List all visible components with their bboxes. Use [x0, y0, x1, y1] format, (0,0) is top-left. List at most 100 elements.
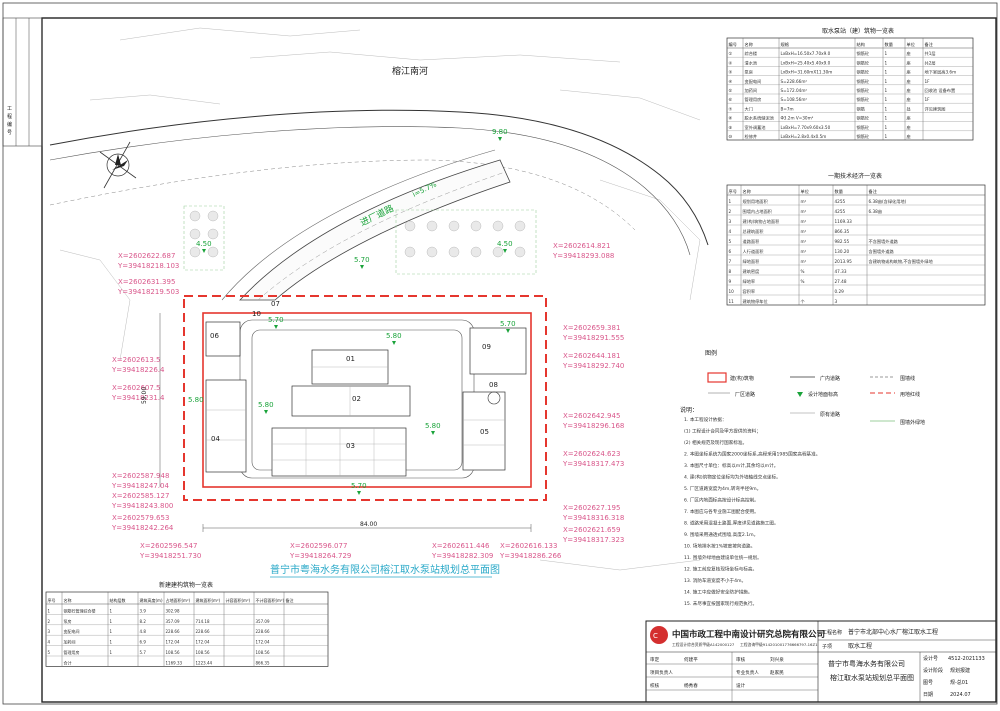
- note-line: 13. 消防车道宽度不小于4m。: [684, 577, 746, 584]
- signature-name: 赵家民: [770, 669, 784, 676]
- building-table-cell: ④: [729, 79, 733, 84]
- building-table-cell: 钢筋砼: [857, 115, 870, 122]
- coord-label: Y=39418286.266: [499, 552, 562, 560]
- building-table-cell: 座: [907, 78, 911, 85]
- building-table-title: 取水泵站（建）筑物一览表: [822, 27, 894, 35]
- building-table-cell: 详见建筑图: [925, 105, 946, 112]
- note-line: 12. 施工前应复核现场坐标与标高。: [684, 566, 757, 573]
- building-09: [469, 327, 527, 375]
- tech-table-cell: m²: [801, 199, 807, 204]
- building-04: [205, 379, 247, 473]
- tech-table-cell: 绿地面积: [743, 258, 760, 265]
- tech-table-cell: 个: [801, 299, 806, 304]
- tech-table-cell: 27.48: [835, 279, 847, 284]
- building-table-cell: ⑤: [729, 88, 733, 93]
- tech-table-cell: m²: [801, 219, 807, 224]
- building-table-cell: ⑨: [729, 125, 733, 130]
- design-no-label: 设计号: [923, 655, 938, 662]
- elevation-labels: 9.80 4.50 4.50 5.70 5.70 5.80 5.70 5.80 …: [188, 128, 516, 490]
- new-buildings-table-cell: 合计: [64, 659, 72, 665]
- building-table-header: 单位: [907, 41, 915, 48]
- tree-icon: [207, 246, 219, 258]
- drawing-no-label: 图号: [923, 680, 933, 686]
- stage-label: 设计阶段: [923, 667, 943, 674]
- building-table-cell: ②: [729, 60, 733, 65]
- building-table-cell: 座: [907, 59, 911, 66]
- new-buildings-table: 新建建构筑物一览表序号名称结构层数建筑高度(m)占地面积(m²)建筑面积(m²)…: [45, 581, 329, 667]
- building-table-cell: 钢筋砼: [857, 50, 870, 57]
- legend: 图例 建(构)筑物 广内道路 围墙线 厂区道路 设计地面标高 用地红线 原有道路…: [705, 349, 925, 426]
- dim-height: 59.00: [141, 387, 148, 404]
- subproject-name: 取水工程: [848, 642, 872, 650]
- new-buildings-table-cell: 1: [48, 608, 51, 613]
- client-name: 普宁市粤海水务有限公司: [828, 659, 905, 668]
- note-line: 4. 建(构)筑物定位坐标均为外墙轴线交点坐标。: [684, 474, 781, 481]
- building-table-cell: 座: [907, 115, 911, 122]
- note-line: 6. 厂区内地面标高按设计标高控制。: [684, 497, 759, 504]
- new-buildings-table-cell: 加药间: [64, 639, 76, 645]
- design-no: 4512-2021133: [948, 656, 985, 662]
- building-table-header: 结构: [857, 41, 865, 48]
- tree-icon: [492, 246, 504, 258]
- new-buildings-table-cell: 5: [48, 650, 51, 655]
- notes: 说明： 1. 本工程设计依据： (1) 工程设计合同及甲方提供的资料； (2) …: [680, 406, 820, 607]
- building-table-cell: 1F: [925, 97, 931, 102]
- building-id-labels: 01 02 03 04 05 06 07 08 09 10: [210, 300, 498, 450]
- coord-label: Y=39418292.740: [562, 362, 624, 370]
- river-name: 榕江南河: [392, 65, 428, 77]
- building-table-cell: LxBxH=2.8x0.4x0.5m: [781, 134, 827, 139]
- side-strip-label-3: 编: [7, 121, 12, 128]
- title-block: C 中国市政工程中南设计研究总院有限公司 工程设计综合资质甲级A14200012…: [645, 620, 997, 703]
- role-label: 专业负责人: [736, 669, 759, 676]
- building-table-cell: 座: [907, 124, 911, 131]
- new-buildings-table-cell: 钢筋砼管理综合楼: [64, 607, 96, 613]
- tech-table-cell: 130.20: [835, 249, 850, 254]
- tech-table-cell: 6.38亩: [869, 208, 883, 215]
- sludge-tank: [487, 391, 501, 405]
- tech-table-cell: m²: [801, 239, 807, 244]
- coord-label: X=2602607.5: [112, 384, 161, 392]
- company-logo-icon: [650, 626, 668, 644]
- building-table-cell: 清水池: [745, 59, 758, 66]
- tech-table-cell: %: [801, 279, 805, 284]
- building-table-cell: ⑧: [729, 116, 733, 121]
- elev-label: 5.80: [386, 332, 402, 340]
- tech-table-cell: 7: [729, 259, 732, 264]
- building-table-cell: 钢筋砼: [857, 59, 870, 66]
- building-table-cell: B=7m: [781, 106, 794, 111]
- stage: 规划报建: [950, 667, 970, 674]
- tech-table-cell: 总建筑面积: [743, 228, 764, 235]
- building-table-cell: LxBxH=25.40x5.40x9.0: [781, 60, 831, 65]
- coord-label: X=2602596.547: [140, 542, 197, 550]
- building-table-cell: LxBxH=31.60mX11.30m: [781, 70, 833, 75]
- coord-label: X=2602613.5: [112, 356, 161, 364]
- legend-item: 用地红线: [900, 391, 920, 398]
- new-buildings-table-header: 备注: [286, 597, 294, 603]
- building-table-cell: 脱水系统储泥池: [745, 115, 775, 122]
- tech-table-cell: %: [801, 269, 805, 274]
- new-buildings-table-cell: 1: [110, 608, 113, 613]
- new-buildings-table-cell: 302.98: [166, 608, 180, 613]
- tech-table-cell: 含建筑物或构筑物,不含围墙外绿地: [869, 258, 934, 265]
- note-line: 1. 本工程设计依据：: [684, 416, 727, 423]
- legend-item: 广内道路: [820, 375, 840, 382]
- building-table-cell: 室外调蓄池: [745, 124, 767, 131]
- company-sub1: 工程设计综合资质甲级A142000127: [672, 642, 735, 647]
- note-line: 10. 场地排水按1%坡度坡向道路。: [684, 543, 755, 550]
- tech-table-cell: 982.55: [835, 239, 850, 244]
- coord-label: Y=39418219.503: [117, 288, 179, 296]
- new-buildings-table-header: 名称: [64, 597, 72, 603]
- building-table-cell: ①: [729, 51, 733, 56]
- date-label: 日期: [923, 692, 933, 698]
- new-buildings-table-cell: 变配电间: [64, 628, 80, 634]
- coord-label: X=2602622.687: [118, 252, 175, 260]
- note-line: (2) 相关规范及现行国家标准。: [684, 439, 747, 446]
- drawing-no: 规-总01: [950, 679, 968, 686]
- tree-icon: [426, 220, 438, 232]
- new-buildings-table-cell: 1: [110, 640, 113, 645]
- building-id-07: 07: [271, 300, 280, 308]
- role-label: 审核: [736, 656, 746, 663]
- building-table-cell: 管理用房: [745, 96, 762, 103]
